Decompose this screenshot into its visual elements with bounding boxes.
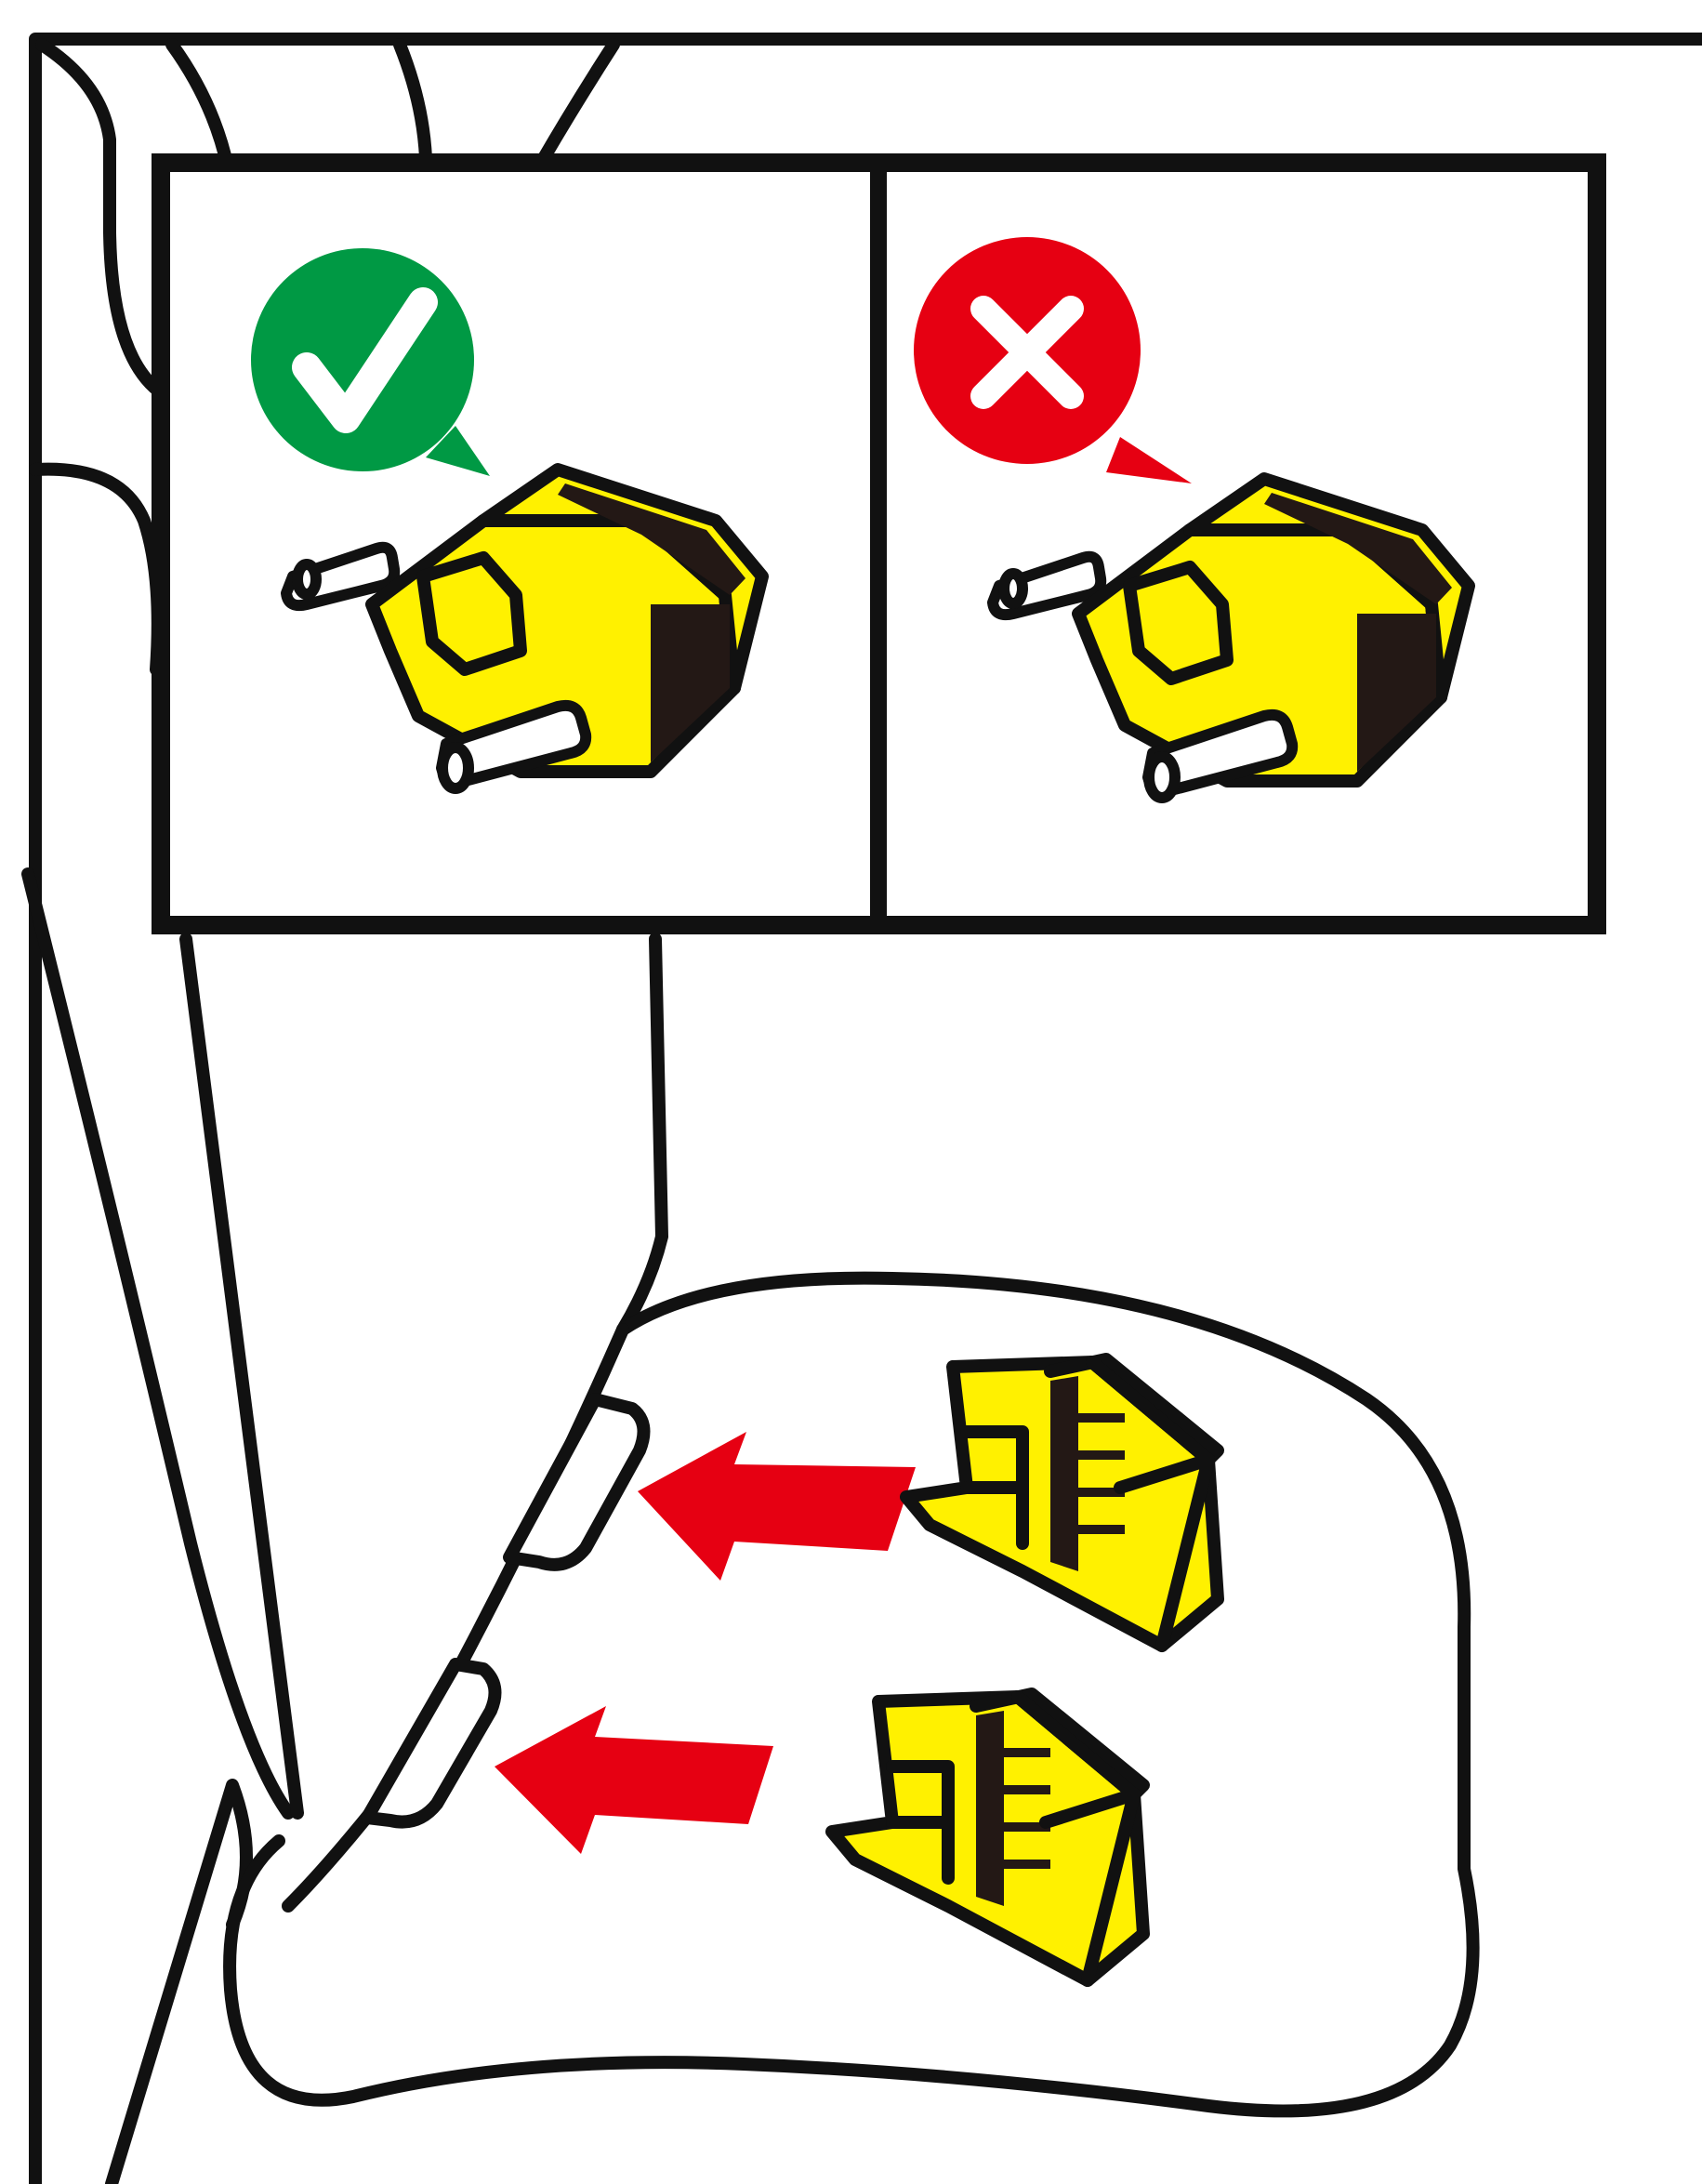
isofix-guide-upper [509,1399,644,1565]
insert-arrow-lower [495,1706,773,1854]
seat-cushion [230,1278,1473,2111]
isofix-connector-lower [832,1694,1143,1980]
insert-arrow-upper [638,1432,916,1581]
isofix-guide-lower [367,1664,495,1822]
isofix-connector-upper [906,1359,1218,1646]
